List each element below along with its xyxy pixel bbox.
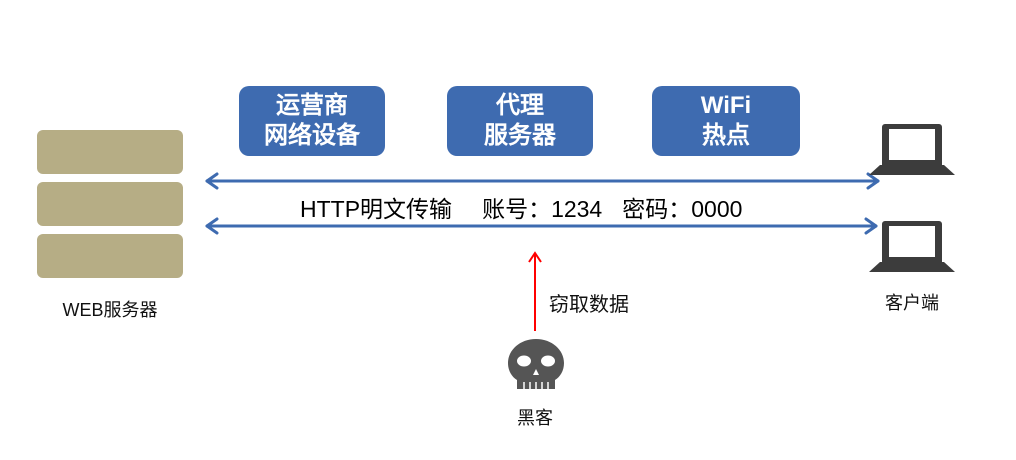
node-label-line2: 热点: [702, 122, 750, 149]
node-label-line2: 网络设备: [264, 122, 360, 149]
laptop-icon: [869, 124, 955, 175]
node-label-line2: 服务器: [484, 122, 556, 149]
transfer-arrow-top: [205, 172, 880, 190]
account-value: 账号：1234: [482, 196, 603, 222]
wifi-hotspot-node: WiFi 热点: [652, 86, 800, 156]
attack-arrow: [528, 251, 542, 331]
transfer-arrow-bottom: [205, 217, 878, 235]
node-label-line1: WiFi: [700, 92, 752, 119]
hacker-label: 黑客: [517, 408, 553, 428]
node-label-line1: 代理: [496, 92, 544, 119]
isp-device-node: 运营商 网络设备: [239, 86, 385, 156]
client-label: 客户端: [885, 293, 939, 313]
skull-icon: [508, 339, 564, 390]
attack-label: 窃取数据: [549, 294, 629, 316]
node-label-line1: 运营商: [276, 92, 348, 119]
server-label: WEB服务器: [62, 300, 158, 320]
transfer-text: HTTP明文传输 账号：1234 密码：0000: [300, 190, 742, 224]
server-rack-unit: [37, 182, 183, 226]
proxy-server-node: 代理 服务器: [447, 86, 593, 156]
server-rack-unit: [37, 130, 183, 174]
protocol-label: HTTP明文传输: [300, 196, 453, 222]
laptop-icon: [869, 221, 955, 272]
password-value: 密码：0000: [622, 196, 743, 222]
server-rack-unit: [37, 234, 183, 278]
